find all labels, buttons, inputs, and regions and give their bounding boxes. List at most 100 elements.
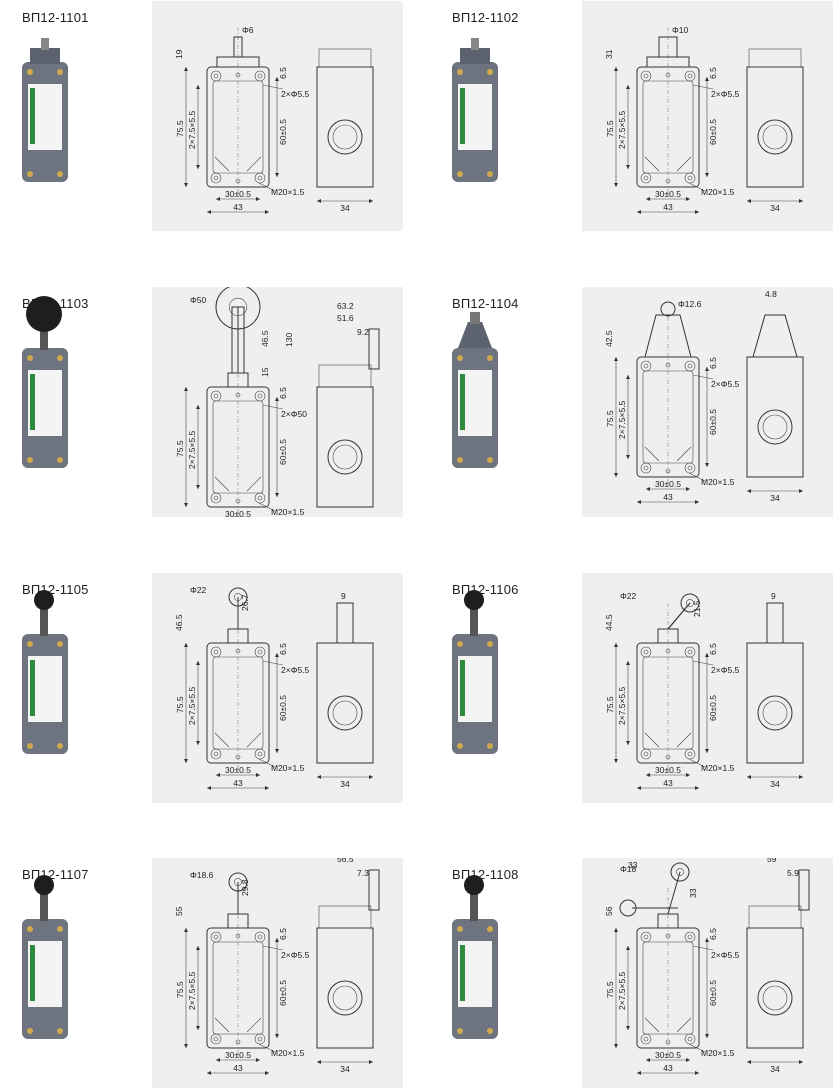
dim-inner-height: 60±0.5 — [278, 980, 288, 1006]
product-photo — [22, 590, 68, 754]
dim-hole-spacing: 30±0.5 — [225, 189, 251, 199]
dim-top-dia: Φ22 — [620, 591, 637, 601]
dim-thread: M20×1.5 — [701, 187, 735, 197]
dim-hole-pitch: 2×7.5×5.5 — [187, 110, 197, 149]
dim-height: 75.5 — [175, 696, 185, 713]
dim-b: 15 — [260, 367, 270, 377]
dim-side-width: 34 — [770, 1064, 780, 1074]
plunger — [233, 36, 243, 58]
roller — [215, 287, 261, 330]
dim-inner-height: 60±0.5 — [278, 695, 288, 721]
dim-width: 43 — [233, 778, 243, 788]
dim-inner-height: 60±0.5 — [278, 119, 288, 145]
dim-thread: M20×1.5 — [701, 477, 735, 487]
dim-top-height: 46.5 — [174, 614, 184, 631]
roller — [660, 301, 676, 317]
dim-hole-spacing: 30±0.5 — [655, 1050, 681, 1060]
dim-hole-spacing: 30±0.5 — [225, 1050, 251, 1060]
mounting-hole — [684, 646, 696, 658]
dim-top-dia: Φ10 — [672, 25, 689, 35]
dim-thread: M20×1.5 — [271, 187, 305, 197]
mounting-hole — [210, 646, 222, 658]
side-housing — [316, 642, 374, 764]
dim-side-top: 9 — [341, 591, 346, 601]
dim-arm-len: 21.5 — [692, 600, 702, 617]
dim-height: 75.5 — [605, 981, 615, 998]
roller — [670, 862, 690, 882]
dim-bolt-offset: 6.5 — [278, 387, 288, 399]
model-number: ВП12-1104 — [452, 296, 519, 311]
mounting-hole — [684, 360, 696, 372]
dim-hole-pitch: 2×7.5×5.5 — [617, 971, 627, 1010]
dim-bolt-offset: 6.5 — [708, 357, 718, 369]
dim-hole-pitch: 2×7.5×5.5 — [617, 110, 627, 149]
mounting-hole — [210, 931, 222, 943]
dim-bolt-offset: 6.5 — [278, 643, 288, 655]
dim-side-width: 34 — [340, 203, 350, 213]
mounting-hole — [254, 70, 266, 82]
roller — [34, 590, 54, 610]
conduit-entry — [757, 119, 793, 155]
dim-side-width: 34 — [340, 779, 350, 789]
dim-height: 75.5 — [605, 696, 615, 713]
dim-top-height: 44.5 — [604, 614, 614, 631]
mounting-hole — [254, 492, 266, 504]
dim-height: 75.5 — [605, 120, 615, 137]
mounting-hole — [254, 1033, 266, 1045]
dim-width: 43 — [663, 1063, 673, 1073]
dim-inner-height: 60±0.5 — [708, 695, 718, 721]
dim-side-a: 63.2 — [337, 301, 354, 311]
product-photo — [452, 875, 498, 1039]
mounting-hole — [684, 70, 696, 82]
mounting-hole — [684, 462, 696, 474]
dim-bolt-offset: 6.5 — [708, 928, 718, 940]
conduit-entry — [327, 439, 363, 475]
dim-height: 75.5 — [605, 410, 615, 427]
dim-height: 75.5 — [175, 981, 185, 998]
mounting-hole — [254, 931, 266, 943]
dim-arm-a: 33 — [628, 860, 638, 870]
dim-top-dia: Φ18 — [620, 864, 637, 874]
mounting-hole — [640, 462, 652, 474]
roller — [228, 587, 248, 607]
dim-side-b: 56.5 — [337, 858, 354, 864]
dim-bolt-offset: 6.5 — [708, 67, 718, 79]
dimension-drawing: 75.52×7.5×5.560±0.56.52×Φ5030±0.543M20×1… — [152, 287, 403, 517]
dim-inner-height: 60±0.5 — [708, 119, 718, 145]
mounting-hole — [254, 390, 266, 402]
dim-hole-pitch: 2×7.5×5.5 — [187, 430, 197, 469]
dim-inner-height: 60±0.5 — [708, 980, 718, 1006]
dim-holes: 2×Φ5.5 — [711, 379, 740, 389]
dim-side-top: 9 — [771, 591, 776, 601]
mounting-hole — [254, 748, 266, 760]
conduit-entry — [757, 409, 793, 445]
dim-holes: 2×Φ5.5 — [711, 665, 740, 675]
side-housing — [316, 66, 374, 188]
dim-height: 75.5 — [175, 120, 185, 137]
drawing-lines: 75.52×7.5×5.560±0.56.52×Φ5030±0.543M20×1… — [175, 287, 380, 517]
mounting-hole — [640, 748, 652, 760]
mounting-hole — [684, 1033, 696, 1045]
dim-thread: M20×1.5 — [701, 1048, 735, 1058]
dim-holes: 2×Φ5.5 — [711, 89, 740, 99]
mounting-hole — [640, 646, 652, 658]
conduit-entry — [757, 695, 793, 731]
mounting-hole — [640, 1033, 652, 1045]
dim-bolt-offset: 6.5 — [708, 643, 718, 655]
dim-c: 130 — [284, 333, 294, 347]
conduit-entry — [327, 119, 363, 155]
dim-holes: 2×Φ5.5 — [281, 950, 310, 960]
